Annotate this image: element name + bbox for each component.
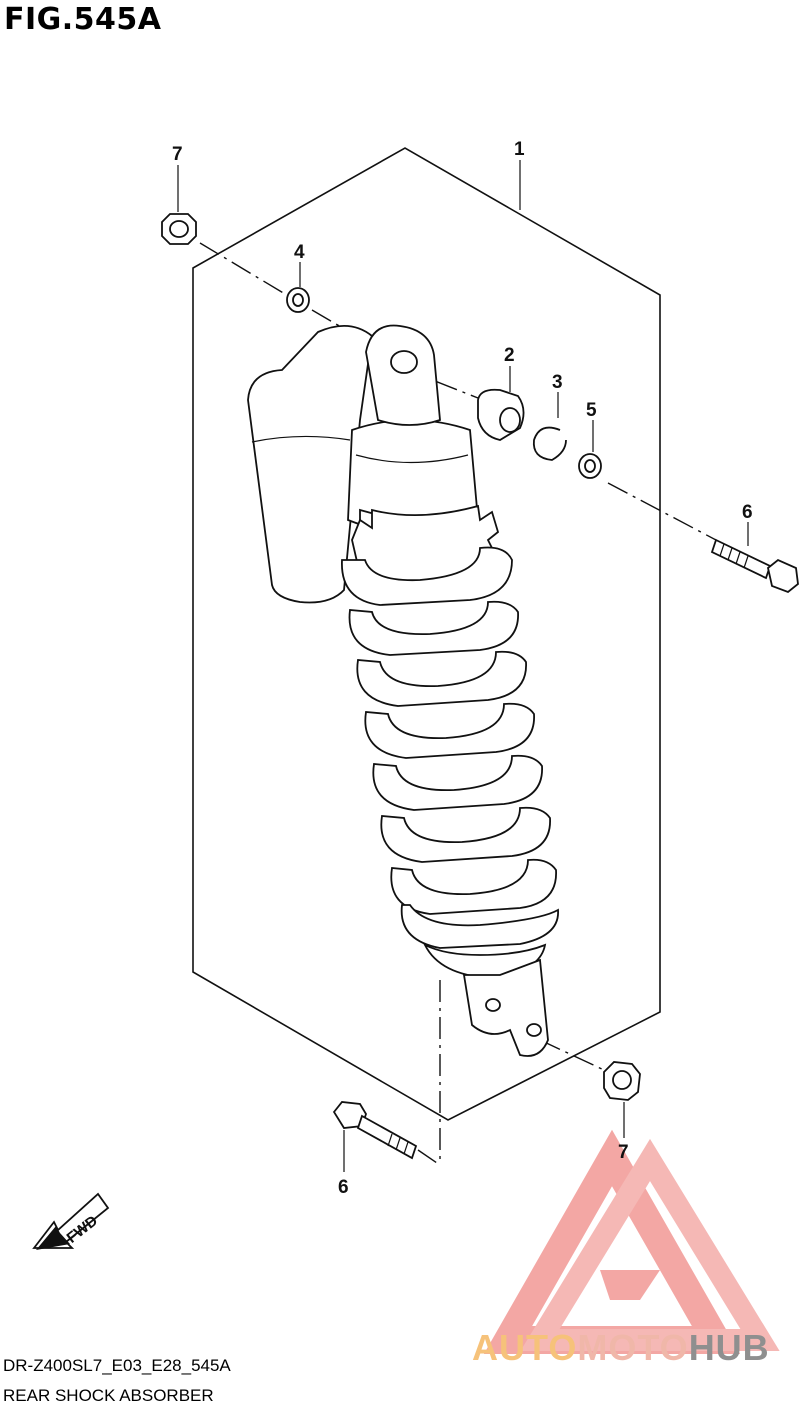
reservoir xyxy=(247,325,373,604)
coil-spring xyxy=(341,546,559,979)
figure-code: DR-Z400SL7_E03_E28_545A xyxy=(3,1356,231,1375)
assembly-outline xyxy=(192,147,661,1121)
bushing-2 xyxy=(477,366,525,441)
circlip-3 xyxy=(532,392,567,461)
washer-5 xyxy=(578,420,602,479)
watermark-logo xyxy=(483,1129,780,1354)
callout-7-lower: 7 xyxy=(618,1142,629,1163)
callout-1: 1 xyxy=(514,139,525,160)
figure-title: FIG.545A xyxy=(4,2,162,37)
bolt-6-upper xyxy=(710,522,799,594)
callout-6-upper: 6 xyxy=(742,502,753,523)
callout-6-lower: 6 xyxy=(338,1177,349,1198)
brand-part-auto: AUTO xyxy=(472,1327,578,1368)
bolt-6-lower xyxy=(332,1101,418,1172)
watermark-brand: AUTOMOTOHUB xyxy=(472,1327,770,1369)
fwd-arrow-icon xyxy=(32,1192,110,1250)
washer-4 xyxy=(286,262,310,313)
flange-nut-bottom xyxy=(603,1061,641,1138)
shock-body xyxy=(347,324,500,592)
callout-5: 5 xyxy=(586,400,597,421)
callout-2: 2 xyxy=(504,345,515,366)
brand-part-hub: HUB xyxy=(688,1327,770,1368)
callout-4: 4 xyxy=(294,242,305,263)
callout-3: 3 xyxy=(552,372,563,393)
lower-eye xyxy=(462,958,549,1057)
flange-nut-top xyxy=(161,165,197,245)
callout-7-upper: 7 xyxy=(172,144,183,165)
brand-part-moto: MOTO xyxy=(577,1327,689,1368)
figure-name: REAR SHOCK ABSORBER xyxy=(3,1386,214,1405)
